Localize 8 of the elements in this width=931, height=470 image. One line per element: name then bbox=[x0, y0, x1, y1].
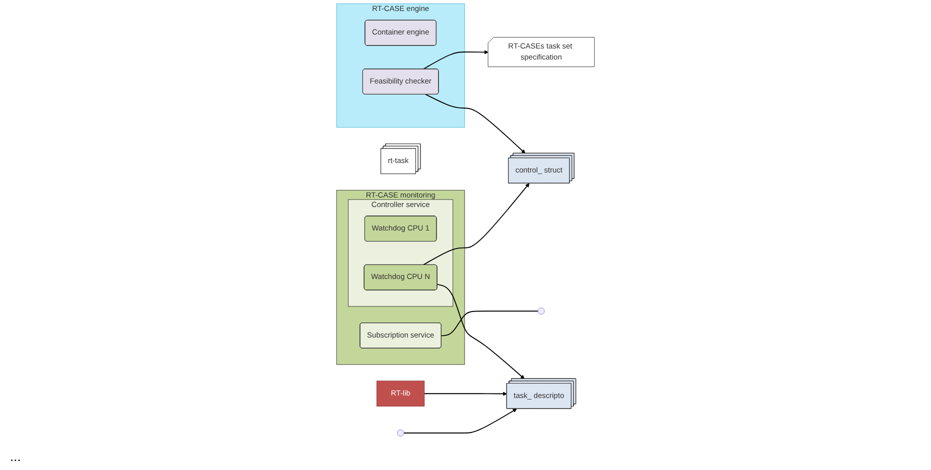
ellipsis-label: ... bbox=[10, 449, 21, 464]
arrow bbox=[422, 183, 530, 266]
arrow bbox=[422, 50, 488, 70]
arrow bbox=[436, 284, 525, 380]
connector bbox=[440, 310, 538, 336]
arrow bbox=[424, 392, 508, 396]
arrow bbox=[403, 408, 517, 434]
arrow bbox=[425, 94, 526, 154]
